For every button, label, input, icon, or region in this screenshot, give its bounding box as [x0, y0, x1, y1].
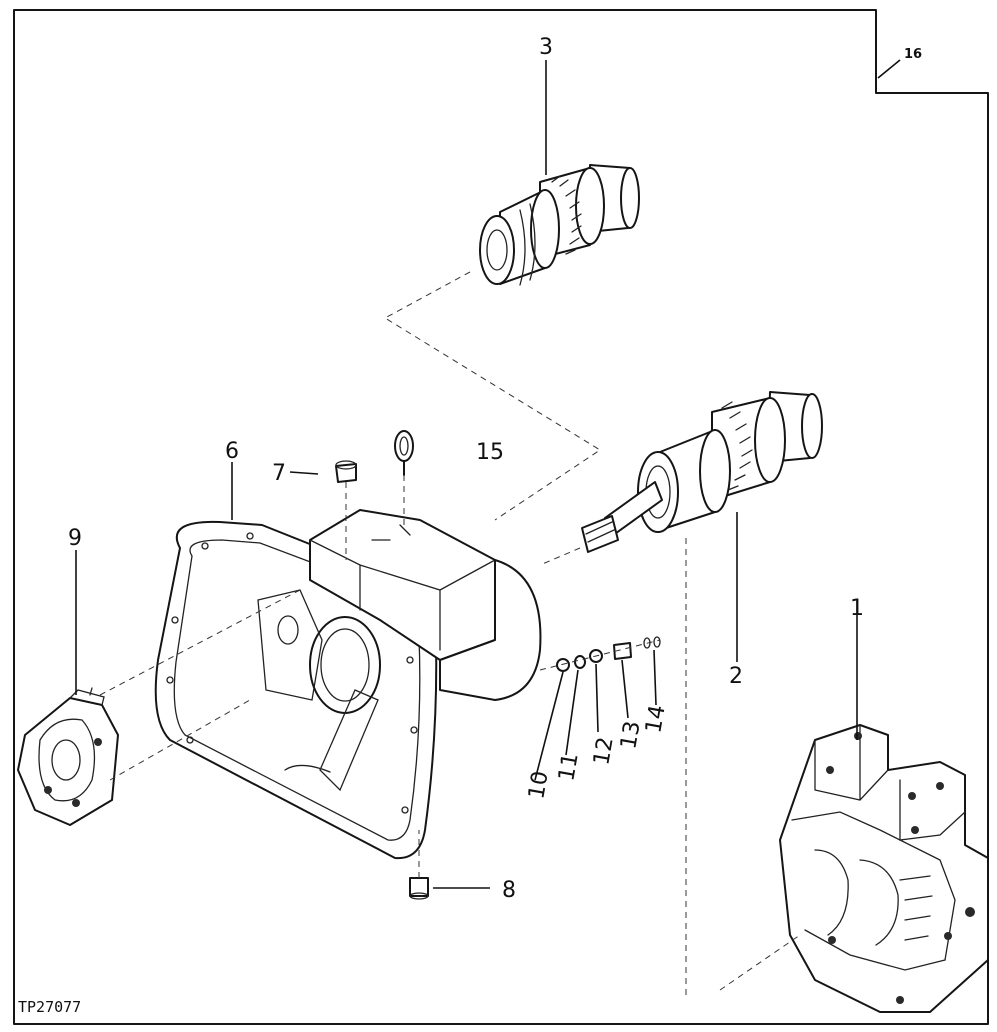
callout-14: 14 — [641, 703, 670, 735]
part-6-housing — [154, 509, 542, 860]
part-15-eye-bolt — [394, 430, 414, 476]
callout-1: 1 — [850, 596, 864, 621]
callout-15: 15 — [476, 440, 504, 465]
callout-2: 2 — [729, 664, 743, 689]
part-7-plug — [335, 460, 357, 483]
assembly-centerlines — [99, 271, 801, 1000]
figure-id: TP27077 — [18, 998, 81, 1016]
part-9-pump — [17, 687, 119, 826]
callout-6: 6 — [225, 439, 239, 464]
callout-7: 7 — [272, 461, 286, 486]
callout-16: 16 — [904, 47, 922, 62]
callout-9: 9 — [68, 526, 82, 551]
part-8-bolt — [409, 877, 429, 900]
callout-8: 8 — [502, 878, 516, 903]
callout-11: 11 — [554, 751, 583, 783]
callout-13: 13 — [616, 719, 645, 751]
parts-10-14-fittings — [556, 636, 661, 672]
diagram-frame — [13, 9, 989, 1025]
part-2-gear-shaft — [581, 391, 823, 553]
part-3-gear-shaft — [479, 164, 640, 286]
callout-3: 3 — [539, 35, 553, 60]
callout-12: 12 — [589, 735, 618, 767]
callout-labels: 3 16 6 7 15 9 1 2 14 13 12 11 10 8 TP270… — [18, 35, 922, 1016]
part-1-valve-block — [779, 724, 989, 1013]
callout-leaders — [75, 59, 901, 889]
callout-10: 10 — [524, 769, 553, 801]
